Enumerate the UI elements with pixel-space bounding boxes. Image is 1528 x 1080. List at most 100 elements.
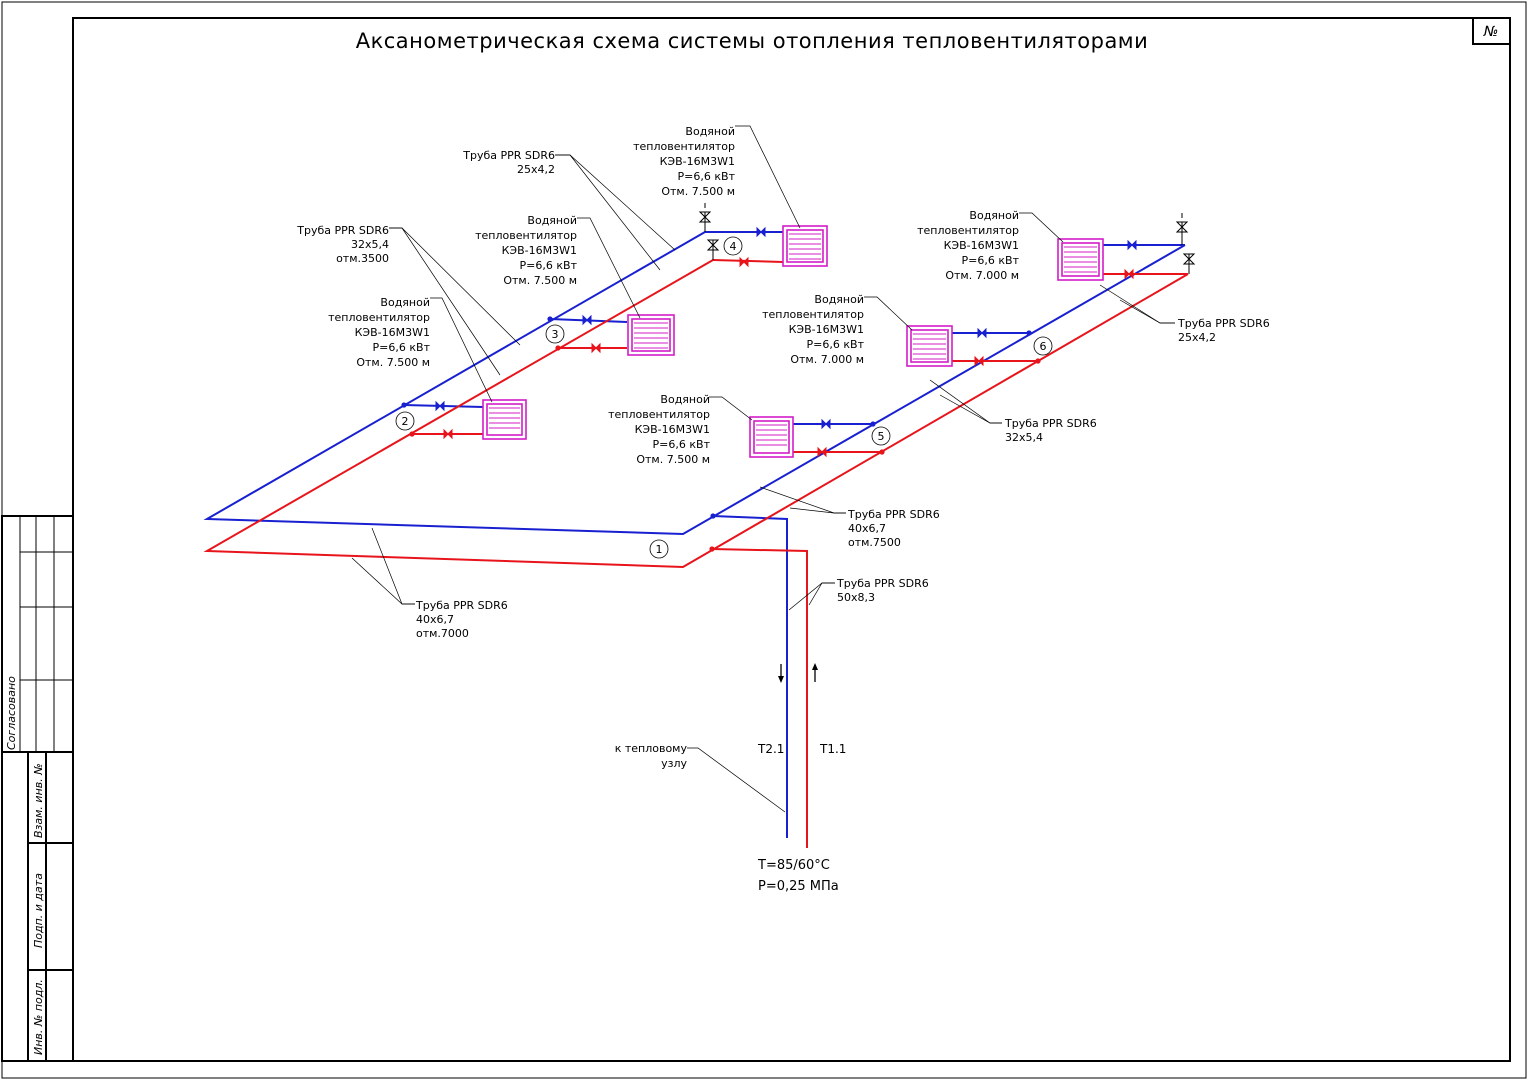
svg-text:Отм. 7.000 м: Отм. 7.000 м — [945, 269, 1019, 282]
heat-node-label: к тепловому узлу — [615, 742, 688, 770]
svg-text:Водяной: Водяной — [814, 293, 864, 306]
svg-text:Р=6,6 кВт: Р=6,6 кВт — [962, 254, 1020, 267]
svg-text:40х6,7: 40х6,7 — [848, 522, 886, 535]
svg-text:Водяной: Водяной — [380, 296, 430, 309]
svg-text:Водяной: Водяной — [685, 125, 735, 138]
fan-heater-unit-3 — [627, 314, 675, 356]
stamp-sign-date: Подп. и дата — [32, 873, 45, 948]
svg-text:Отм. 7.500 м: Отм. 7.500 м — [503, 274, 577, 287]
svg-text:4: 4 — [730, 240, 737, 253]
pressure-param: Р=0,25 МПа — [758, 879, 839, 894]
return-line-label: Т2.1 — [757, 742, 784, 756]
svg-text:2: 2 — [402, 415, 409, 428]
fan-heater-label-6: Водяной тепловентилятор КЭВ-16М3W1 Р=6,6… — [762, 293, 864, 366]
svg-text:Отм. 7.000 м: Отм. 7.000 м — [790, 353, 864, 366]
svg-text:КЭВ-16М3W1: КЭВ-16М3W1 — [502, 244, 577, 257]
pipe-label-top-left: Труба PPR SDR6 25х4,2 — [462, 149, 555, 176]
svg-text:тепловентилятор: тепловентилятор — [762, 308, 864, 321]
arrow-up-icon — [812, 663, 818, 682]
svg-text:отм.7000: отм.7000 — [416, 627, 469, 640]
fan-heater-unit-6 — [906, 325, 953, 367]
svg-text:25х4,2: 25х4,2 — [517, 163, 555, 176]
node-2 — [395, 411, 415, 431]
svg-text:Водяной: Водяной — [527, 214, 577, 227]
return-main-loop — [203, 231, 1186, 536]
fan-heater-label-5: Водяной тепловентилятор КЭВ-16М3W1 Р=6,6… — [608, 393, 710, 466]
fan-heater-unit-2 — [482, 399, 527, 440]
svg-text:5: 5 — [878, 430, 885, 443]
supply-main-loop — [203, 259, 1189, 569]
pipe-label-riser: Труба PPR SDR6 50х8,3 — [836, 577, 929, 604]
svg-text:отм.3500: отм.3500 — [336, 252, 389, 265]
svg-text:Труба PPR SDR6: Труба PPR SDR6 — [847, 508, 940, 521]
svg-text:КЭВ-16М3W1: КЭВ-16М3W1 — [660, 155, 735, 168]
pipe-label-bottom-left: Труба PPR SDR6 40х6,7 отм.7000 — [415, 599, 508, 640]
svg-text:КЭВ-16М3W1: КЭВ-16М3W1 — [355, 326, 430, 339]
svg-text:32х5,4: 32х5,4 — [1005, 431, 1043, 444]
drawing-title: Аксанометрическая схема системы отоплени… — [356, 29, 1149, 53]
fan-heater-unit-top — [1057, 238, 1104, 281]
drawing-frame — [72, 17, 1511, 1062]
fan-heater-label-top: Водяной тепловентилятор КЭВ-16М3W1 Р=6,6… — [917, 209, 1019, 282]
stamp-inv-no: Инв. № подл. — [32, 979, 45, 1055]
node-3 — [545, 324, 565, 344]
svg-text:Труба PPR SDR6: Труба PPR SDR6 — [1004, 417, 1097, 430]
svg-text:тепловентилятор: тепловентилятор — [917, 224, 1019, 237]
pipe-label-right-top: Труба PPR SDR6 25х4,2 — [1177, 317, 1270, 344]
svg-text:Отм. 7.500 м: Отм. 7.500 м — [661, 185, 735, 198]
arrow-down-icon — [778, 664, 784, 683]
svg-text:Р=6,6 кВт: Р=6,6 кВт — [520, 259, 578, 272]
svg-text:Водяной: Водяной — [660, 393, 710, 406]
stamp-agreed: Согласовано — [5, 676, 18, 750]
svg-text:Отм. 7.500 м: Отм. 7.500 м — [356, 356, 430, 369]
fan-heater-label-3: Водяной тепловентилятор КЭВ-16М3W1 Р=6,6… — [475, 214, 577, 287]
svg-text:узлу: узлу — [661, 757, 687, 770]
svg-text:25х4,2: 25х4,2 — [1178, 331, 1216, 344]
node-6 — [1033, 336, 1053, 356]
svg-text:КЭВ-16М3W1: КЭВ-16М3W1 — [944, 239, 1019, 252]
svg-text:Труба PPR SDR6: Труба PPR SDR6 — [462, 149, 555, 162]
temperature-param: Т=85/60°С — [757, 858, 830, 873]
leader-lines — [351, 125, 1175, 813]
svg-text:КЭВ-16М3W1: КЭВ-16М3W1 — [789, 323, 864, 336]
svg-text:Труба PPR SDR6: Труба PPR SDR6 — [296, 224, 389, 237]
sheet-number-box — [1472, 17, 1511, 45]
svg-text:1: 1 — [656, 543, 663, 556]
node-4 — [723, 236, 743, 256]
fan-heater-label-2: Водяной тепловентилятор КЭВ-16М3W1 Р=6,6… — [328, 296, 430, 369]
svg-text:Труба PPR SDR6: Труба PPR SDR6 — [1177, 317, 1270, 330]
svg-text:КЭВ-16М3W1: КЭВ-16М3W1 — [635, 423, 710, 436]
svg-text:3: 3 — [552, 328, 559, 341]
pipe-label-center: Труба PPR SDR6 40х6,7 отм.7500 — [847, 508, 940, 549]
fan-heater-label-4: Водяной тепловентилятор КЭВ-16М3W1 Р=6,6… — [633, 125, 735, 198]
node-1 — [649, 539, 669, 559]
svg-text:Р=6,6 кВт: Р=6,6 кВт — [653, 438, 711, 451]
svg-text:тепловентилятор: тепловентилятор — [608, 408, 710, 421]
fan-heater-unit-4 — [782, 225, 828, 267]
pipe-label-left: Труба PPR SDR6 32х5,4 отм.3500 — [296, 224, 389, 265]
svg-text:Р=6,6 кВт: Р=6,6 кВт — [678, 170, 736, 183]
svg-text:тепловентилятор: тепловентилятор — [328, 311, 430, 324]
svg-text:к тепловому: к тепловому — [615, 742, 688, 755]
pipe-label-right-middle: Труба PPR SDR6 32х5,4 — [1004, 417, 1097, 444]
svg-text:Р=6,6 кВт: Р=6,6 кВт — [373, 341, 431, 354]
svg-text:Водяной: Водяной — [969, 209, 1019, 222]
node-5 — [871, 426, 891, 446]
svg-text:Р=6,6 кВт: Р=6,6 кВт — [807, 338, 865, 351]
svg-text:отм.7500: отм.7500 — [848, 536, 901, 549]
svg-text:Отм. 7.500 м: Отм. 7.500 м — [636, 453, 710, 466]
return-riser — [712, 515, 788, 838]
svg-text:Труба PPR SDR6: Труба PPR SDR6 — [415, 599, 508, 612]
svg-text:50х8,3: 50х8,3 — [837, 591, 875, 604]
supply-line-label: Т1.1 — [819, 742, 846, 756]
svg-text:тепловентилятор: тепловентилятор — [633, 140, 735, 153]
stamp-replace-inv: Взам. инв. № — [32, 763, 45, 838]
svg-text:6: 6 — [1040, 340, 1047, 353]
fan-heater-unit-5 — [749, 416, 794, 458]
valve-icon — [435, 226, 1137, 458]
svg-text:Труба PPR SDR6: Труба PPR SDR6 — [836, 577, 929, 590]
left-stamp: Согласовано Взам. инв. № Подп. и дата Ин… — [1, 515, 74, 1062]
air-vent-icon — [698, 203, 1196, 274]
